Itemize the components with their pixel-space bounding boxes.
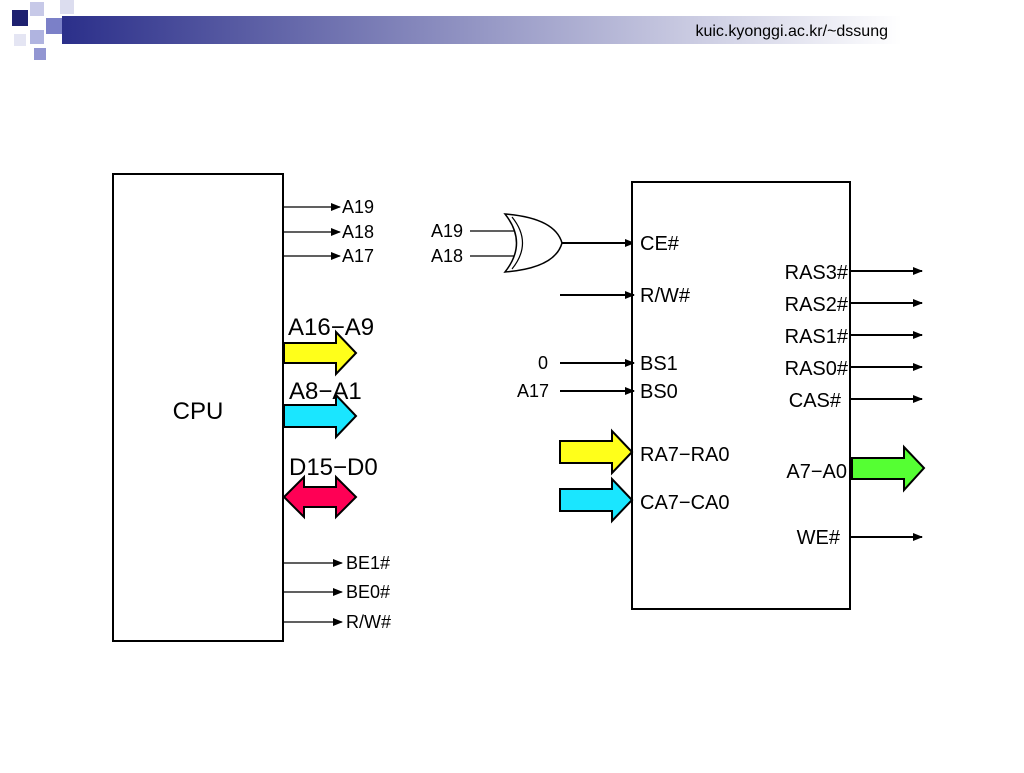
or-gate-shape — [503, 213, 563, 273]
bus-a8-a1-label: A8−A1 — [289, 378, 362, 405]
or-input-a19-label: A19 — [431, 221, 463, 241]
ctrl-bs0-label: BS0 — [640, 381, 678, 403]
bus-a8-a1-arrow — [283, 392, 358, 440]
cpu-a19-label: A19 — [342, 197, 374, 217]
ctrl-rw-label: R/W# — [640, 285, 691, 307]
ctrl-ras2-label: RAS2# — [785, 294, 849, 316]
controller-box — [631, 181, 851, 610]
ctrl-bs1-signal: 0 — [538, 353, 548, 373]
cpu-be0-label: BE0# — [346, 582, 390, 602]
cpu-a17-label: A17 — [342, 246, 374, 266]
header-gradient-bar — [62, 16, 902, 44]
ctrl-ce-label: CE# — [640, 233, 680, 255]
cpu-rw-label: R/W# — [346, 612, 391, 632]
controller-block: CE# R/W# 0 BS1 A17 BS0 RA7−RA0 CA7−CA0 R… — [517, 181, 926, 610]
header-banner: kuic.kyonggi.ac.kr/~dssung — [12, 0, 902, 60]
ctrl-bs0-signal: A17 — [517, 381, 549, 401]
ctrl-ra-arrow — [559, 428, 634, 476]
or-gate-block: A19 A18 — [431, 213, 635, 273]
cpu-a18-label: A18 — [342, 222, 374, 242]
or-input-a18-label: A18 — [431, 246, 463, 266]
bus-data-arrow — [282, 474, 358, 520]
ctrl-ras1-label: RAS1# — [785, 326, 849, 348]
ctrl-we-label: WE# — [797, 527, 841, 549]
ctrl-bs1-label: BS1 — [640, 353, 678, 375]
ctrl-ca-arrow — [559, 476, 634, 524]
bus-a16-a9-label: A16−A9 — [288, 314, 374, 341]
ctrl-ras3-label: RAS3# — [785, 262, 849, 284]
header-url: kuic.kyonggi.ac.kr/~dssung — [695, 23, 888, 40]
ctrl-out-addr-label: A7−A0 — [786, 461, 847, 483]
cpu-box — [112, 173, 284, 642]
ctrl-cas-label: CAS# — [789, 390, 842, 412]
cpu-label: CPU — [173, 398, 224, 425]
header-logo-squares — [12, 0, 74, 60]
cpu-be1-label: BE1# — [346, 553, 390, 573]
bus-data-label: D15−D0 — [289, 454, 378, 481]
ctrl-ra-label: RA7−RA0 — [640, 444, 730, 466]
ctrl-ras0-label: RAS0# — [785, 358, 849, 380]
ctrl-out-addr-arrow — [851, 444, 926, 493]
or-gate-inner-edge — [511, 216, 524, 270]
ctrl-ca-label: CA7−CA0 — [640, 492, 730, 514]
bus-a16-a9-arrow — [283, 329, 358, 377]
cpu-block: CPU A19 A18 A17 A16−A9 A8−A1 D15−D0 BE1#… — [112, 173, 391, 642]
